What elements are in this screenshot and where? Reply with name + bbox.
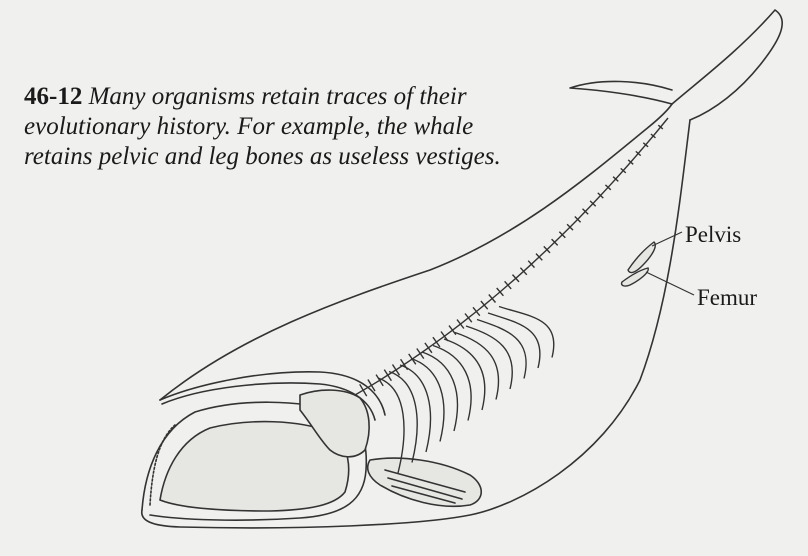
femur-leader-line <box>646 272 694 295</box>
rib <box>411 359 444 442</box>
flipper <box>368 458 482 506</box>
spine <box>355 118 668 396</box>
pelvis-label: Pelvis <box>685 222 741 248</box>
tail-fluke-upper <box>672 10 782 120</box>
vertebra <box>417 349 424 359</box>
femur-label: Femur <box>697 285 757 311</box>
vertebra <box>449 326 456 335</box>
vertebra <box>457 320 464 329</box>
pelvis-bone <box>628 242 655 273</box>
rib-cage <box>378 307 554 474</box>
spine-column <box>355 118 668 395</box>
rib <box>400 365 430 452</box>
vertebra <box>473 307 480 315</box>
whale-body-outline <box>160 104 672 400</box>
vertebra <box>465 314 472 323</box>
rib <box>422 352 457 431</box>
tail-fluke-lower <box>570 81 672 104</box>
pelvis-leader-line <box>652 232 682 246</box>
vertebra <box>425 343 432 353</box>
